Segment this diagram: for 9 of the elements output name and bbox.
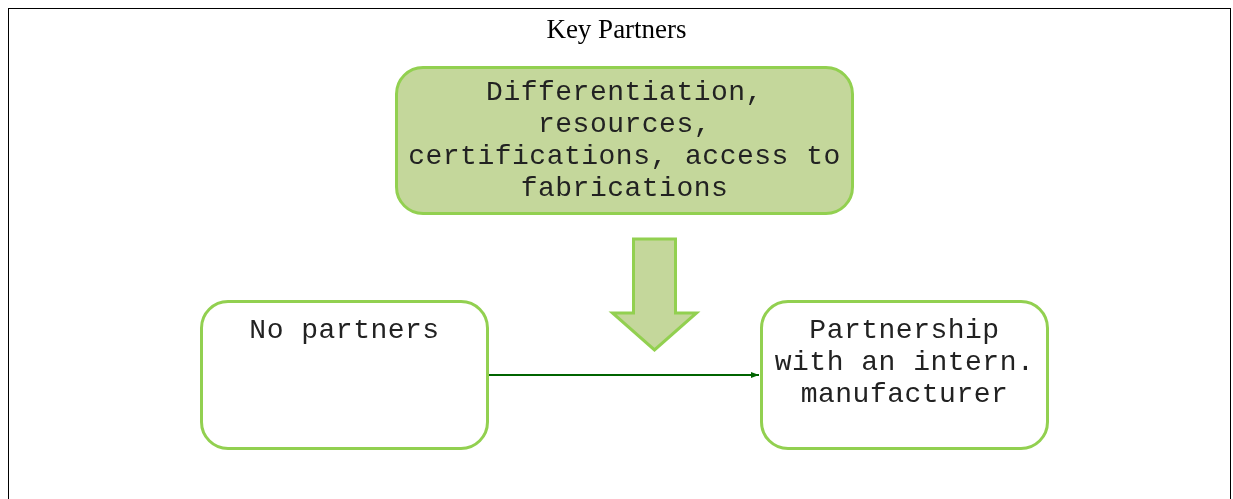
process-box <box>760 300 1049 450</box>
process-box <box>200 300 489 450</box>
diagram-title: Key Partners <box>545 14 688 45</box>
node-label: Differentiation, resources, certifications, access to fabrications <box>407 76 842 205</box>
block-arrow <box>608 237 701 352</box>
node-label: Partnership with an intern. manufacturer <box>773 315 1036 411</box>
process-box <box>395 66 854 215</box>
node-label: No partners <box>249 315 440 347</box>
arrow <box>488 372 760 378</box>
